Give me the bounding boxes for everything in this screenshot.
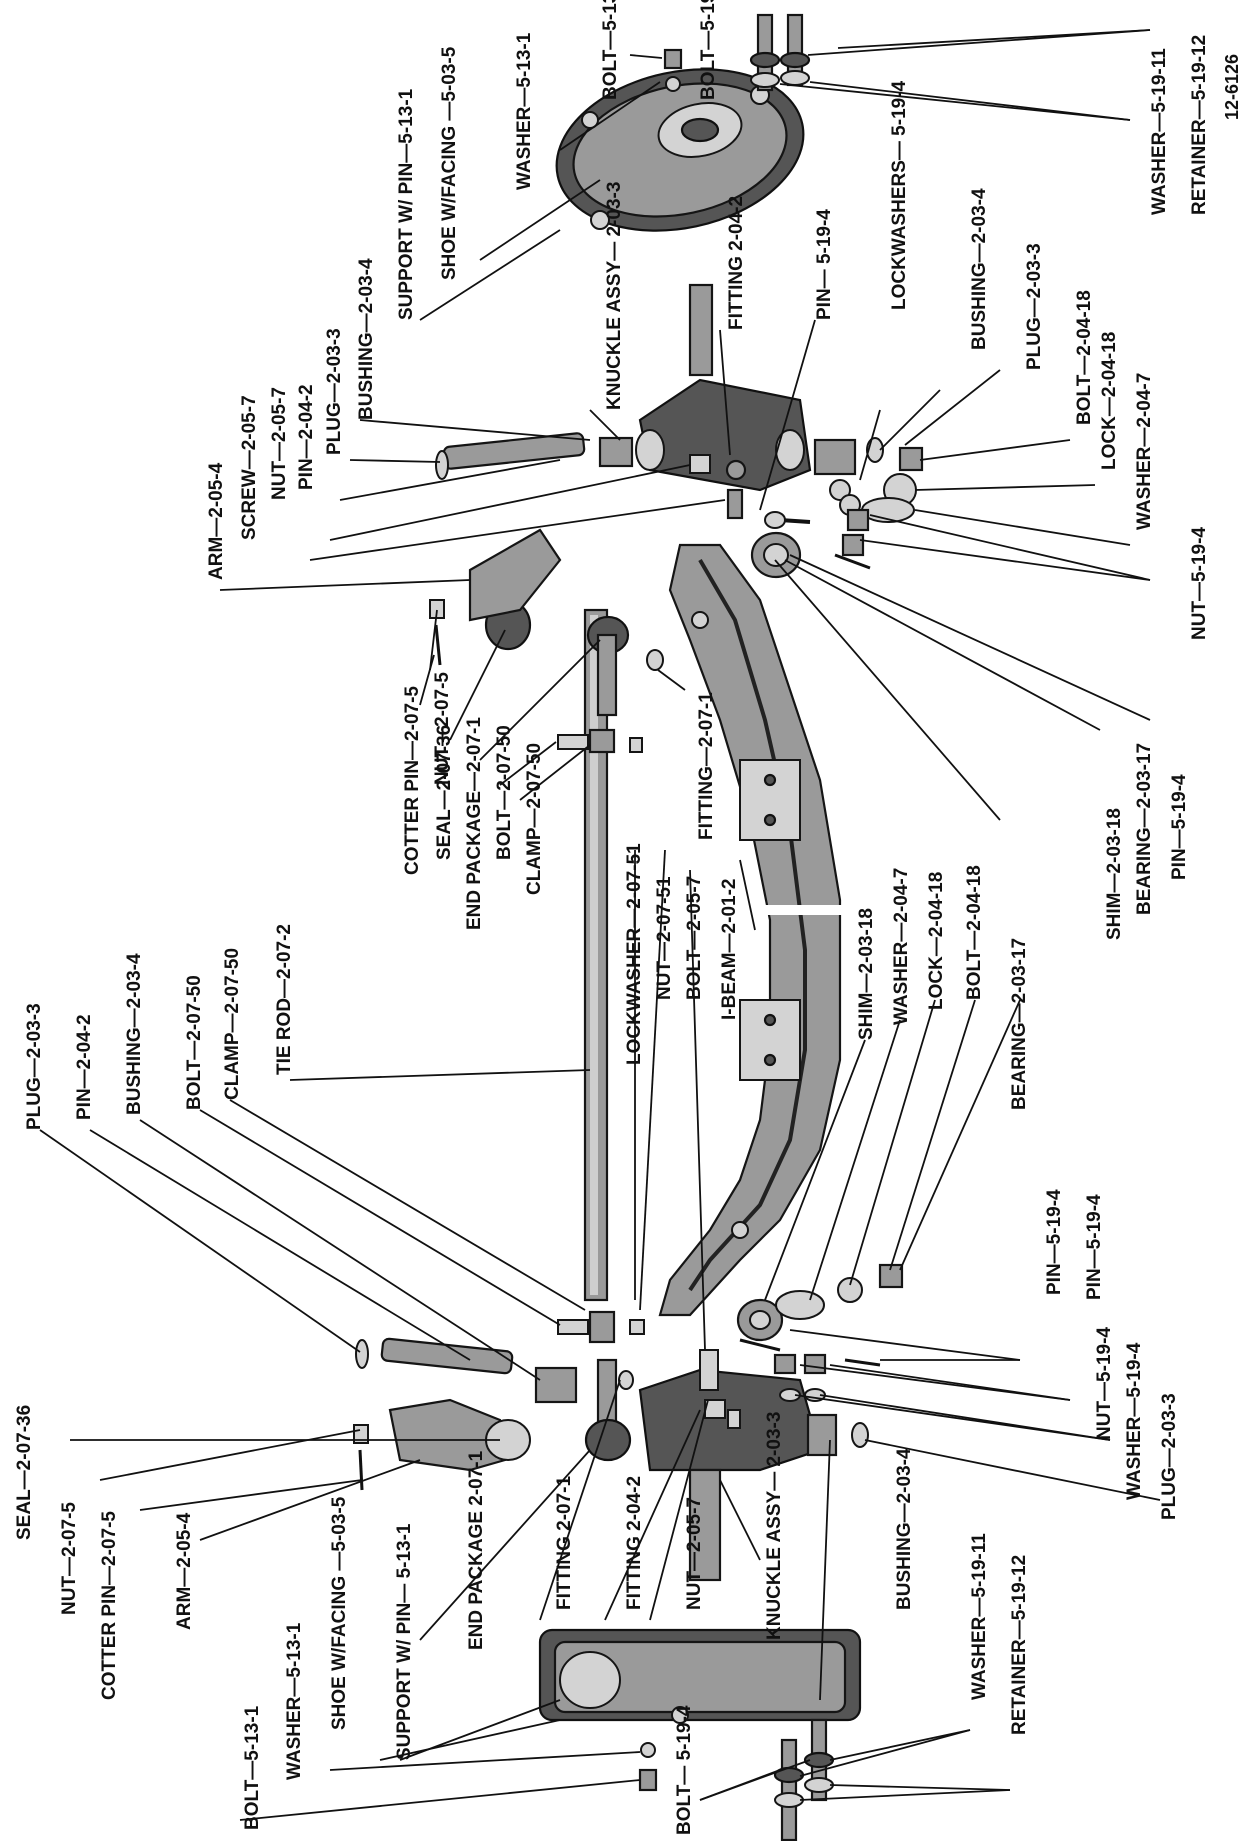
tie-rod-end-bottom: [557, 1310, 645, 1462]
knuckle-bottom: [638, 1349, 822, 1582]
label-bearing-2-03-17-bottom: BEARING—2-03-17: [1009, 938, 1030, 1110]
label-fitting-2-04-2-top: FITTING 2-04-2: [726, 196, 747, 330]
label-nut-2-05-7-top: NUT—2-05-7: [269, 387, 290, 500]
label-bushing-2-03-4-bottom: BUSHING—2-03-4: [894, 1448, 915, 1610]
label-retainer-5-19-12-top: RETAINER—5-19-12: [1189, 35, 1210, 215]
label-bolt-2-07-50-top: BOLT—2-07-50: [494, 725, 515, 860]
label-shoe-w-facing-bottom: SHOE W/FACING —5-03-5: [329, 1496, 350, 1730]
label-shoe-w-facing-top: SHOE W/FACING —5-03-5: [439, 46, 460, 280]
label-nut-5-19-4-top: NUT—5-19-4: [1189, 527, 1210, 640]
label-lockwashers-5-19-4: LOCKWASHERS— 5-19-4: [889, 80, 910, 310]
label-bolt-5-13-1-bottom: BOLT—5-13-1: [242, 1705, 263, 1830]
label-screw-2-05-7: SCREW—2-05-7: [239, 395, 260, 540]
i-beam: [655, 543, 855, 1317]
label-clamp-2-07-50-bottom: CLAMP—2-07-50: [222, 948, 243, 1100]
label-bolt-5-19-4-top: BOLT—5-19-4: [698, 0, 719, 100]
labels-layer: BOLT—5-13-1 BOLT—5-19-4 RETAINER—5-19-12…: [14, 0, 1242, 1835]
label-pin-5-19-4-knuckle: PIN— 5-19-4: [814, 209, 835, 320]
label-retainer-5-19-12-bottom: RETAINER—5-19-12: [1009, 1555, 1030, 1735]
label-nut-5-19-4-bottom: NUT—5-19-4: [1094, 1327, 1115, 1440]
label-end-package-2-07-1-bottom: END PACKAGE 2-07-1: [466, 1450, 487, 1650]
label-knuckle-assy-top: KNUCKLE ASSY— 2-03-3: [604, 182, 625, 410]
label-seal-2-07-36-bottom: SEAL—2-07-36: [14, 1405, 35, 1540]
label-nut-2-07-5-top: NUT—2-07-5: [432, 672, 453, 785]
label-nut-2-05-7-bottom: NUT—2-05-7: [684, 1497, 705, 1610]
label-bolt-5-19-4-bottom: BOLT— 5-19-4: [674, 1705, 695, 1835]
right-hardware-bottom: [736, 1263, 904, 1457]
label-washer-2-04-7-top: WASHER—2-04-7: [1134, 373, 1155, 530]
label-pin-2-04-2-bottom: PIN—2-04-2: [74, 1014, 95, 1120]
right-hardware-top: [750, 437, 924, 579]
label-cotter-pin-2-07-5-top: COTTER PIN—2-07-5: [402, 686, 423, 875]
label-arm-2-05-4-bottom: ARM—2-05-4: [174, 1512, 195, 1630]
label-support-w-pin-bottom: SUPPORT W/ PIN— 5-13-1: [394, 1523, 415, 1760]
label-lock-2-04-18-bottom: LOCK—2-04-18: [926, 872, 947, 1010]
brake-assembly-bottom: [538, 1628, 862, 1724]
label-lock-2-04-18-top: LOCK—2-04-18: [1099, 332, 1120, 470]
tie-rod-end-top: [429, 528, 664, 754]
label-bushing-2-03-4-left-top: BUSHING—2-03-4: [356, 258, 377, 420]
tie-rod: [583, 608, 609, 1302]
label-pin-5-19-4-bottom-a: PIN—5-19-4: [1044, 1189, 1065, 1295]
label-bearing-2-03-17-top: BEARING—2-03-17: [1134, 743, 1155, 915]
label-end-package-2-07-1-top: END PACKAGE—2-07-1: [464, 717, 485, 930]
label-tie-rod-2-07-2: TIE ROD—2-07-2: [274, 924, 295, 1075]
figure-code: 12-6126: [1222, 54, 1242, 120]
label-washer-5-13-1-bottom: WASHER—5-13-1: [284, 1622, 305, 1780]
label-knuckle-assy-bottom: KNUCKLE ASSY— 2-03-3: [764, 1412, 785, 1640]
label-seal-2-07-36-top: SEAL—2-07-36: [434, 725, 455, 860]
label-fitting-2-07-1-top: FITTING—2-07-1: [696, 692, 717, 840]
king-pin-bottom: [353, 1337, 578, 1491]
label-bushing-2-03-4-right-top: BUSHING—2-03-4: [969, 188, 990, 350]
label-bolt-2-04-18-bottom: BOLT—2-04-18: [964, 865, 985, 1000]
label-lockwasher-2-07-51: LOCKWASHER—2-07-51: [624, 843, 645, 1065]
label-arm-2-05-4-top: ARM—2-05-4: [206, 462, 227, 580]
label-pin-2-04-2-top: PIN—2-04-2: [296, 384, 317, 490]
label-i-beam-2-01-2: I-BEAM—2-01-2: [719, 879, 740, 1020]
label-washer-5-13-1-top: WASHER—5-13-1: [514, 32, 535, 190]
label-pin-5-19-4-bottom-b: PIN—5-19-4: [1084, 1194, 1105, 1300]
label-support-w-pin-top: SUPPORT W/ PIN—5-13-1: [396, 88, 417, 320]
label-washer-5-19-11-top: WASHER—5-19-11: [1149, 48, 1170, 215]
label-bolt-2-07-50-bottom: BOLT—2-07-50: [184, 975, 205, 1110]
knuckle-top: [635, 283, 812, 492]
label-bolt-5-13-1-top: BOLT—5-13-1: [600, 0, 621, 100]
label-bolt-2-05-7: BOLT—2-05-7: [684, 876, 705, 1000]
label-nut-2-07-5-bottom: NUT—2-07-5: [59, 1502, 80, 1615]
label-shim-2-03-18-top: SHIM—2-03-18: [1104, 808, 1125, 940]
label-plug-2-03-3-bottom-left: PLUG—2-03-3: [24, 1003, 45, 1130]
parts-layer: [353, 13, 924, 1842]
label-fitting-2-07-1-bottom: FITTING 2-07-1: [554, 1475, 575, 1610]
label-fitting-2-04-2-bottom: FITTING 2-04-2: [624, 1476, 645, 1610]
label-bushing-2-03-4-bottom-left: BUSHING—2-03-4: [124, 953, 145, 1115]
label-clamp-2-07-50-top: CLAMP—2-07-50: [524, 743, 545, 895]
label-washer-5-19-11-bottom: WASHER—5-19-11: [969, 1533, 990, 1700]
bolts-bottom: [638, 1718, 835, 1842]
label-nut-2-07-51: NUT—2-07-51: [654, 876, 675, 1000]
leader-lines: [39, 29, 1161, 1821]
label-plug-2-03-3-bottom: PLUG—2-03-3: [1159, 1393, 1180, 1520]
label-shim-2-03-18-bottom: SHIM—2-03-18: [856, 908, 877, 1040]
label-bolt-2-04-18-top: BOLT—2-04-18: [1074, 290, 1095, 425]
label-washer-2-04-7-bottom: WASHER—2-04-7: [891, 868, 912, 1025]
label-plug-2-03-3-right-top: PLUG—2-03-3: [1024, 243, 1045, 370]
label-plug-2-03-3-left-top: PLUG—2-03-3: [324, 328, 345, 455]
label-washer-5-19-4-bottom: WASHER—5-19-4: [1124, 1342, 1145, 1500]
label-pin-5-19-4-right: PIN—5-19-4: [1169, 774, 1190, 880]
label-cotter-pin-2-07-5-bottom: COTTER PIN—2-07-5: [99, 1511, 120, 1700]
king-pin-top: [435, 432, 747, 520]
